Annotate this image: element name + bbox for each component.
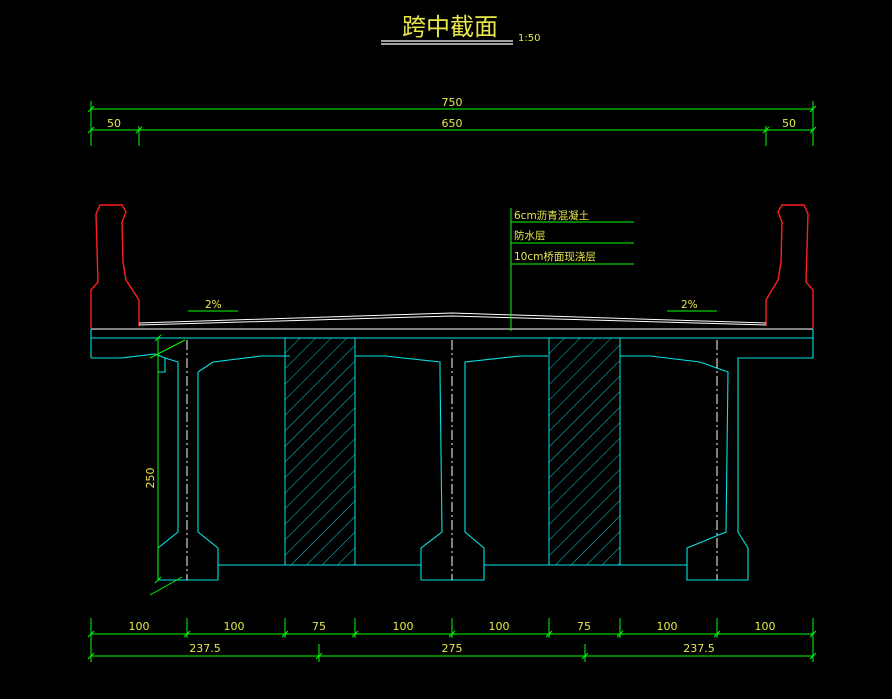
dim-label-left: 50 (107, 117, 121, 130)
asphalt-top (138, 312, 767, 324)
dim-tick (87, 105, 95, 113)
slope-marks: 2% 2% (188, 299, 717, 312)
slope-left: 2% (205, 299, 222, 311)
height-dimension: 250 (144, 334, 186, 596)
height-dim-label: 250 (144, 468, 157, 489)
bottom-dim-label: 237.5 (189, 642, 221, 655)
title-block: 跨中截面 1:50 (381, 13, 540, 45)
slab-underside (91, 353, 813, 373)
bottom-row1-ext (90, 618, 814, 662)
note-waterproof: 防水层 (514, 229, 546, 242)
dim-tick (809, 105, 817, 113)
layer-notes: 6cm沥青混凝土 防水层 10cm桥面现浇层 (510, 208, 634, 331)
dim-tick (809, 126, 817, 134)
note-cast-layer: 10cm桥面现浇层 (514, 250, 596, 263)
bottom-dim-label: 100 (755, 620, 776, 633)
top-dimensions: 750 50 650 50 (87, 96, 817, 146)
height-dim-tick-top (154, 334, 162, 342)
bottom-dim-label: 100 (489, 620, 510, 633)
centerlines (186, 340, 718, 580)
drawing-scale: 1:50 (518, 33, 540, 44)
dim-tick (762, 126, 770, 134)
leader-diagonal-bottom (149, 576, 183, 596)
note-asphalt: 6cm沥青混凝土 (514, 209, 589, 222)
drawing-title: 跨中截面 (402, 13, 498, 41)
pavement-layers (91, 312, 813, 330)
bottom-dim-label: 75 (577, 620, 591, 633)
bottom-dim-label: 237.5 (683, 642, 715, 655)
girder-1 (157, 357, 219, 581)
railing-left (90, 204, 140, 328)
asphalt-bottom (138, 315, 767, 326)
dim-label-middle: 650 (442, 117, 463, 130)
height-dim-tick-bottom (154, 576, 162, 584)
hatched-joints (284, 337, 621, 566)
hatch-joint-left (284, 337, 356, 566)
railings (90, 204, 814, 328)
dim-tick (135, 126, 143, 134)
hatch-joint-right (548, 337, 621, 566)
dim-tick (87, 126, 95, 134)
bottom-dim-label: 100 (129, 620, 150, 633)
girder-3 (686, 361, 749, 581)
bottom-dimensions: 100 100 75 100 100 75 100 100 237.5 275 … (87, 618, 817, 662)
bottom-dim-label: 275 (442, 642, 463, 655)
slope-right: 2% (681, 299, 698, 311)
bottom-row-ticks (87, 630, 817, 660)
bottom-dim-label: 100 (657, 620, 678, 633)
railing-right (765, 204, 814, 328)
dim-label-right: 50 (782, 117, 796, 130)
leader-diagonal-top (149, 339, 186, 359)
bottom-dim-label: 100 (224, 620, 245, 633)
bottom-dim-label: 100 (393, 620, 414, 633)
bottom-dim-label: 75 (312, 620, 326, 633)
dim-label-overall: 750 (442, 96, 463, 109)
